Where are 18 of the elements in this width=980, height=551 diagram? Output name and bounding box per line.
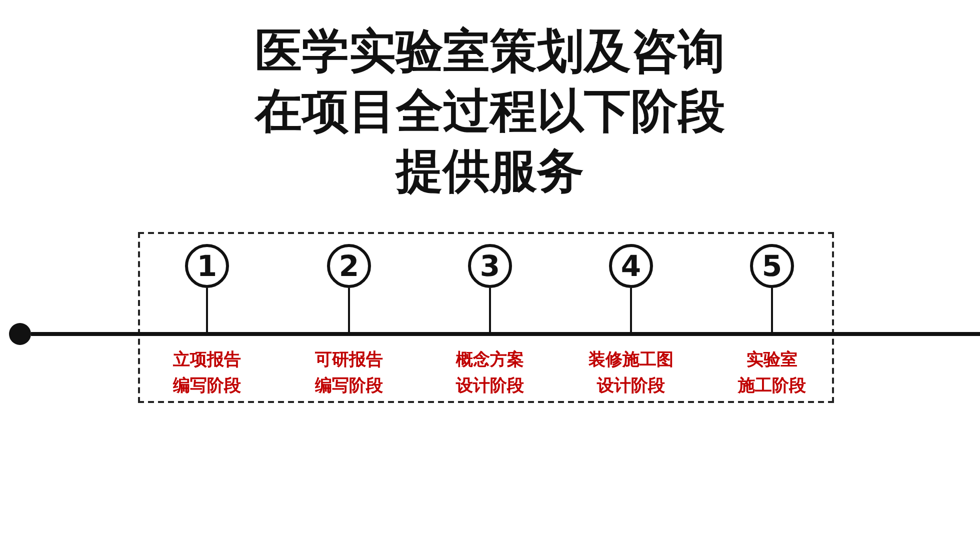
step-number-circle: 3 [468, 244, 512, 288]
stage-label: 实验室施工阶段 [738, 349, 806, 398]
timeline-bar [31, 332, 980, 336]
connector-line [771, 288, 773, 332]
start-dot [9, 323, 31, 345]
step-number-circle: 5 [750, 244, 794, 288]
stage-label: 立项报告编写阶段 [173, 349, 241, 398]
diagram-title: 医学实验室策划及咨询在项目全过程以下阶段提供服务 [253, 23, 726, 201]
connector-line [348, 288, 350, 332]
stage-label: 可研报告编写阶段 [315, 349, 383, 398]
step-number-circle: 1 [185, 244, 229, 288]
step-number-circle: 4 [609, 244, 653, 288]
stage-label: 概念方案设计阶段 [456, 349, 524, 398]
connector-line [630, 288, 632, 332]
step-number-circle: 2 [327, 244, 371, 288]
stage-label: 装修施工图设计阶段 [588, 349, 674, 398]
connector-line [489, 288, 491, 332]
connector-line [206, 288, 208, 332]
